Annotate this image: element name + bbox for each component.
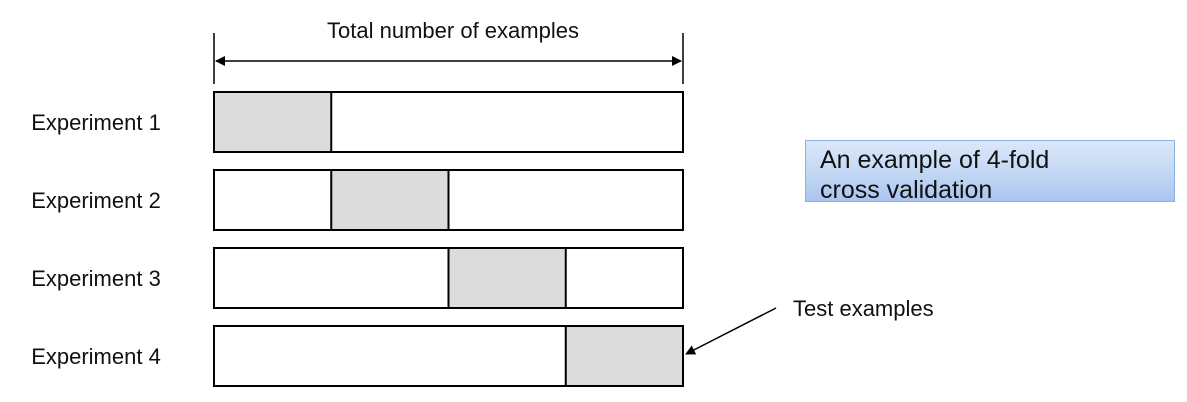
experiment-row: Experiment 4 <box>31 325 684 387</box>
test-examples-pointer <box>685 307 777 355</box>
callout-line-1: An example of 4-fold <box>820 146 1050 174</box>
training-fold <box>331 248 449 308</box>
training-fold <box>331 326 449 386</box>
cross-validation-callout: An example of 4-fold cross validation <box>805 140 1175 204</box>
test-fold <box>565 326 683 386</box>
training-fold <box>565 92 683 152</box>
experiment-row: Experiment 3 <box>31 247 684 309</box>
test-examples-label: Test examples <box>793 296 934 321</box>
training-fold <box>448 170 566 230</box>
dataset-outline <box>213 169 684 231</box>
training-fold <box>214 248 332 308</box>
dataset-outline <box>213 247 684 309</box>
training-fold <box>565 170 683 230</box>
test-fold <box>331 170 449 230</box>
total-examples-label: Total number of examples <box>327 18 579 43</box>
training-fold <box>565 248 683 308</box>
experiment-row: Experiment 1 <box>31 91 684 153</box>
test-fold <box>214 92 332 152</box>
test-fold <box>448 248 566 308</box>
training-fold <box>448 92 566 152</box>
experiment-label: Experiment 4 <box>31 344 161 369</box>
dataset-outline <box>213 325 684 387</box>
dataset-outline <box>213 91 684 153</box>
experiment-row: Experiment 2 <box>31 169 684 231</box>
training-fold <box>214 170 332 230</box>
experiment-label: Experiment 1 <box>31 110 161 135</box>
callout-line-2: cross validation <box>820 176 993 204</box>
training-fold <box>214 326 332 386</box>
training-fold <box>448 326 566 386</box>
experiment-rows: Experiment 1 Experiment 2 Experiment 3 Expe… <box>31 91 684 387</box>
experiment-label: Experiment 3 <box>31 266 161 291</box>
experiment-label: Experiment 2 <box>31 188 161 213</box>
training-fold <box>331 92 449 152</box>
